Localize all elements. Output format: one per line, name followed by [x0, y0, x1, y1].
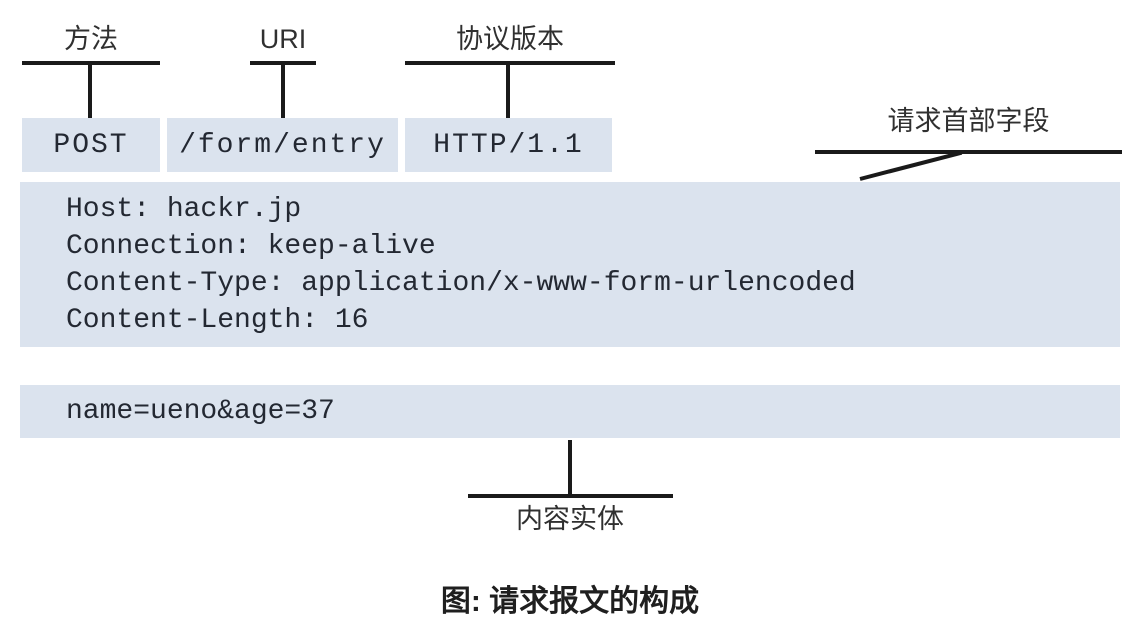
- protocol-version-connector-stem: [506, 61, 510, 120]
- protocol-version-label: 协议版本: [456, 24, 564, 54]
- header-line-content-length: Content-Length: 16: [66, 305, 369, 336]
- method-value: POST: [53, 129, 129, 161]
- protocol-version-value: HTTP/1.1: [433, 129, 584, 161]
- uri-label: URI: [259, 24, 307, 54]
- header-line-content-type: Content-Type: application/x-www-form-url…: [66, 268, 856, 299]
- method-label: 方法: [64, 24, 118, 54]
- header-fields-underline: [815, 150, 1122, 154]
- header-fields-pointer-line: [859, 150, 963, 181]
- header-line-connection: Connection: keep-alive: [66, 231, 436, 262]
- message-body-value: name=ueno&age=37: [66, 396, 335, 427]
- entity-connector-line: [468, 494, 673, 498]
- method-box: POST: [22, 118, 160, 172]
- request-headers-box: Host: hackr.jp Connection: keep-alive Co…: [20, 182, 1120, 347]
- figure-caption: 图: 请求报文的构成: [440, 585, 700, 618]
- protocol-version-box: HTTP/1.1: [405, 118, 612, 172]
- uri-value: /form/entry: [179, 129, 386, 161]
- uri-connector-stem: [281, 61, 285, 120]
- message-body-box: name=ueno&age=37: [20, 385, 1120, 438]
- entity-connector-stem: [568, 440, 572, 497]
- method-connector-stem: [88, 61, 92, 120]
- header-line-host: Host: hackr.jp: [66, 194, 302, 225]
- protocol-version-connector-line: [405, 61, 615, 65]
- header-fields-label: 请求首部字段: [887, 106, 1050, 136]
- uri-box: /form/entry: [167, 118, 398, 172]
- entity-label: 内容实体: [516, 504, 624, 534]
